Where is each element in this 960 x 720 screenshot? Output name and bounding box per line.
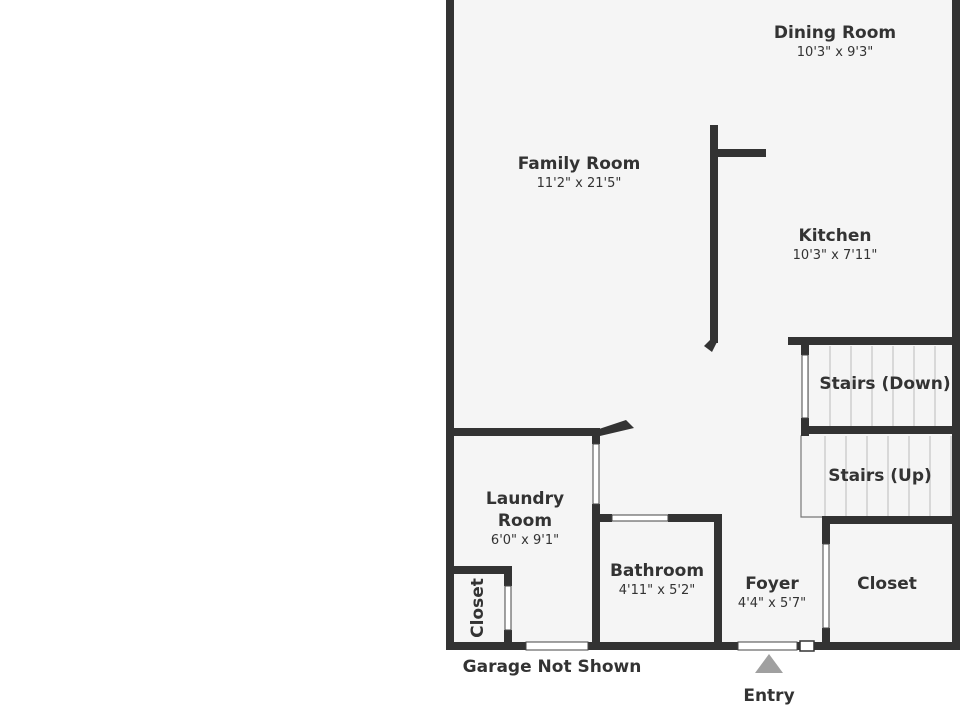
room-bathroom: Bathroom 4'11" x 5'2"	[610, 560, 704, 600]
room-bathroom-name: Bathroom	[609, 561, 705, 581]
room-family-name: Family Room	[517, 154, 641, 174]
room-family-dims: 11'2" x 21'5"	[536, 176, 622, 191]
room-kitchen-dims: 10'3" x 7'11"	[792, 248, 878, 263]
triangle-up-icon	[755, 654, 783, 673]
room-closet-left-name: Closet	[468, 578, 488, 638]
room-stairs-down: Stairs (Down)	[819, 373, 950, 395]
room-closet-left: Closet	[467, 578, 489, 638]
room-foyer-dims: 4'4" x 5'7"	[737, 596, 807, 611]
room-stairs-up: Stairs (Up)	[828, 465, 932, 487]
walls	[446, 0, 960, 652]
room-kitchen-name: Kitchen	[798, 226, 872, 246]
windows	[504, 354, 830, 651]
room-closet-right-name: Closet	[857, 574, 917, 594]
room-foyer: Foyer 4'4" x 5'7"	[738, 573, 806, 613]
room-dining-name: Dining Room	[773, 23, 897, 43]
room-foyer-name: Foyer	[745, 574, 799, 594]
stairs-up-treads	[824, 436, 952, 516]
floor-area	[449, 0, 956, 646]
room-bathroom-dims: 4'11" x 5'2"	[618, 583, 696, 598]
room-laundry-dims: 6'0" x 9'1"	[490, 533, 560, 548]
entry-label: Entry	[743, 686, 795, 706]
room-laundry: Laundry Room 6'0" x 9'1"	[486, 488, 564, 550]
room-dining: Dining Room 10'3" x 9'3"	[774, 22, 896, 62]
room-laundry-name-line2: Room	[497, 511, 553, 531]
room-closet-right: Closet	[857, 573, 917, 595]
garage-note: Garage Not Shown	[462, 657, 642, 677]
room-stairs-down-name: Stairs (Down)	[819, 374, 951, 394]
room-dining-dims: 10'3" x 9'3"	[796, 45, 874, 60]
stairs-down-treads	[829, 346, 936, 426]
room-stairs-up-name: Stairs (Up)	[828, 466, 932, 486]
room-family: Family Room 11'2" x 21'5"	[518, 153, 641, 193]
room-kitchen: Kitchen 10'3" x 7'11"	[793, 225, 878, 265]
room-laundry-name-line1: Laundry	[485, 489, 565, 509]
